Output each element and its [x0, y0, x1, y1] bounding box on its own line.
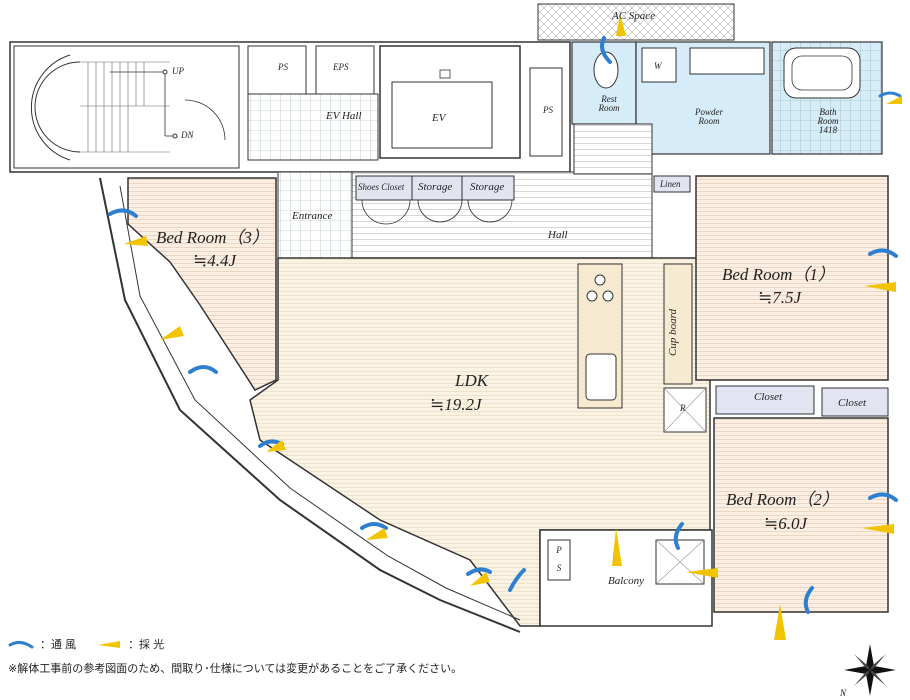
- closet2-box: [821, 387, 889, 417]
- dn-label: DN: [181, 130, 194, 140]
- ps-top-box: [247, 45, 307, 95]
- light-legend-label: ：採 光: [128, 639, 165, 651]
- ac-space-box: [537, 3, 735, 41]
- exterior-curve-wall: [99, 177, 521, 633]
- ev-label: EV: [432, 112, 446, 124]
- entrance-label: Entrance: [292, 210, 333, 222]
- balcony-label: Balcony: [608, 575, 645, 587]
- ps-top-label: PS: [278, 62, 288, 72]
- legend: ：通 風 ：採 光: [8, 636, 164, 652]
- bed-room-2-name: Bed Room（2）: [726, 490, 839, 509]
- ev-hall-label: EV Hall: [326, 110, 362, 122]
- stair-area: [13, 45, 240, 169]
- hall-label: Hall: [548, 229, 568, 241]
- linen-box: [653, 175, 691, 193]
- eps-label: EPS: [333, 62, 349, 72]
- closet1-box: [715, 385, 815, 415]
- shoes-closet-label: Shoes Closet: [358, 182, 405, 192]
- compass-icon: N: [839, 644, 896, 698]
- ev-hall-floor: [247, 93, 379, 161]
- ac-space-label: AC Space: [612, 10, 656, 22]
- closet2-label: Closet: [838, 397, 867, 409]
- shoes-closet-box: [355, 175, 413, 201]
- light-legend-icon: [98, 641, 121, 648]
- bed-room-3-size: ≒4.4J: [193, 251, 237, 270]
- ps-mid-box: [529, 67, 563, 157]
- ps-mid-label: PS: [543, 105, 553, 115]
- ldk-size: ≒19.2J: [430, 395, 482, 414]
- up-label: UP: [172, 66, 184, 76]
- wind-legend-label: ：通 風: [40, 639, 77, 651]
- disclaimer-note: ※解体工事前の参考図面のため、間取り･仕様については変更があることをご了承くださ…: [8, 663, 463, 675]
- cupboard-box: [663, 263, 693, 385]
- eps-box: [315, 45, 375, 95]
- storage1-label: Storage: [418, 181, 453, 193]
- storage2-label: Storage: [470, 181, 505, 193]
- bed-room-3-area: [127, 177, 277, 391]
- ps-balcony-box: [547, 539, 571, 581]
- wind-legend-icon: [8, 640, 34, 649]
- cupboard-label: Cup board: [667, 309, 679, 356]
- storage2-box: [461, 175, 515, 201]
- bed-room-1-size: ≒7.5J: [758, 288, 802, 307]
- refrigerator-label: R: [680, 403, 686, 413]
- light-arrows: [124, 14, 902, 640]
- ldk-name: LDK: [455, 371, 489, 390]
- bed-room-1-name: Bed Room（1）: [722, 265, 835, 284]
- linen-label: Linen: [660, 179, 681, 189]
- bed-room-2-size: ≒6.0J: [764, 514, 808, 533]
- compass-letter: N: [839, 688, 847, 698]
- closet1-label: Closet: [754, 391, 783, 403]
- washer-label: W: [654, 61, 662, 71]
- bed-room-3-name: Bed Room（3）: [156, 228, 269, 247]
- bed-room-1-area: [695, 175, 889, 381]
- entrance-floor: [277, 171, 353, 259]
- stair-treads: [80, 61, 170, 153]
- bed-room-2-area: [713, 417, 889, 613]
